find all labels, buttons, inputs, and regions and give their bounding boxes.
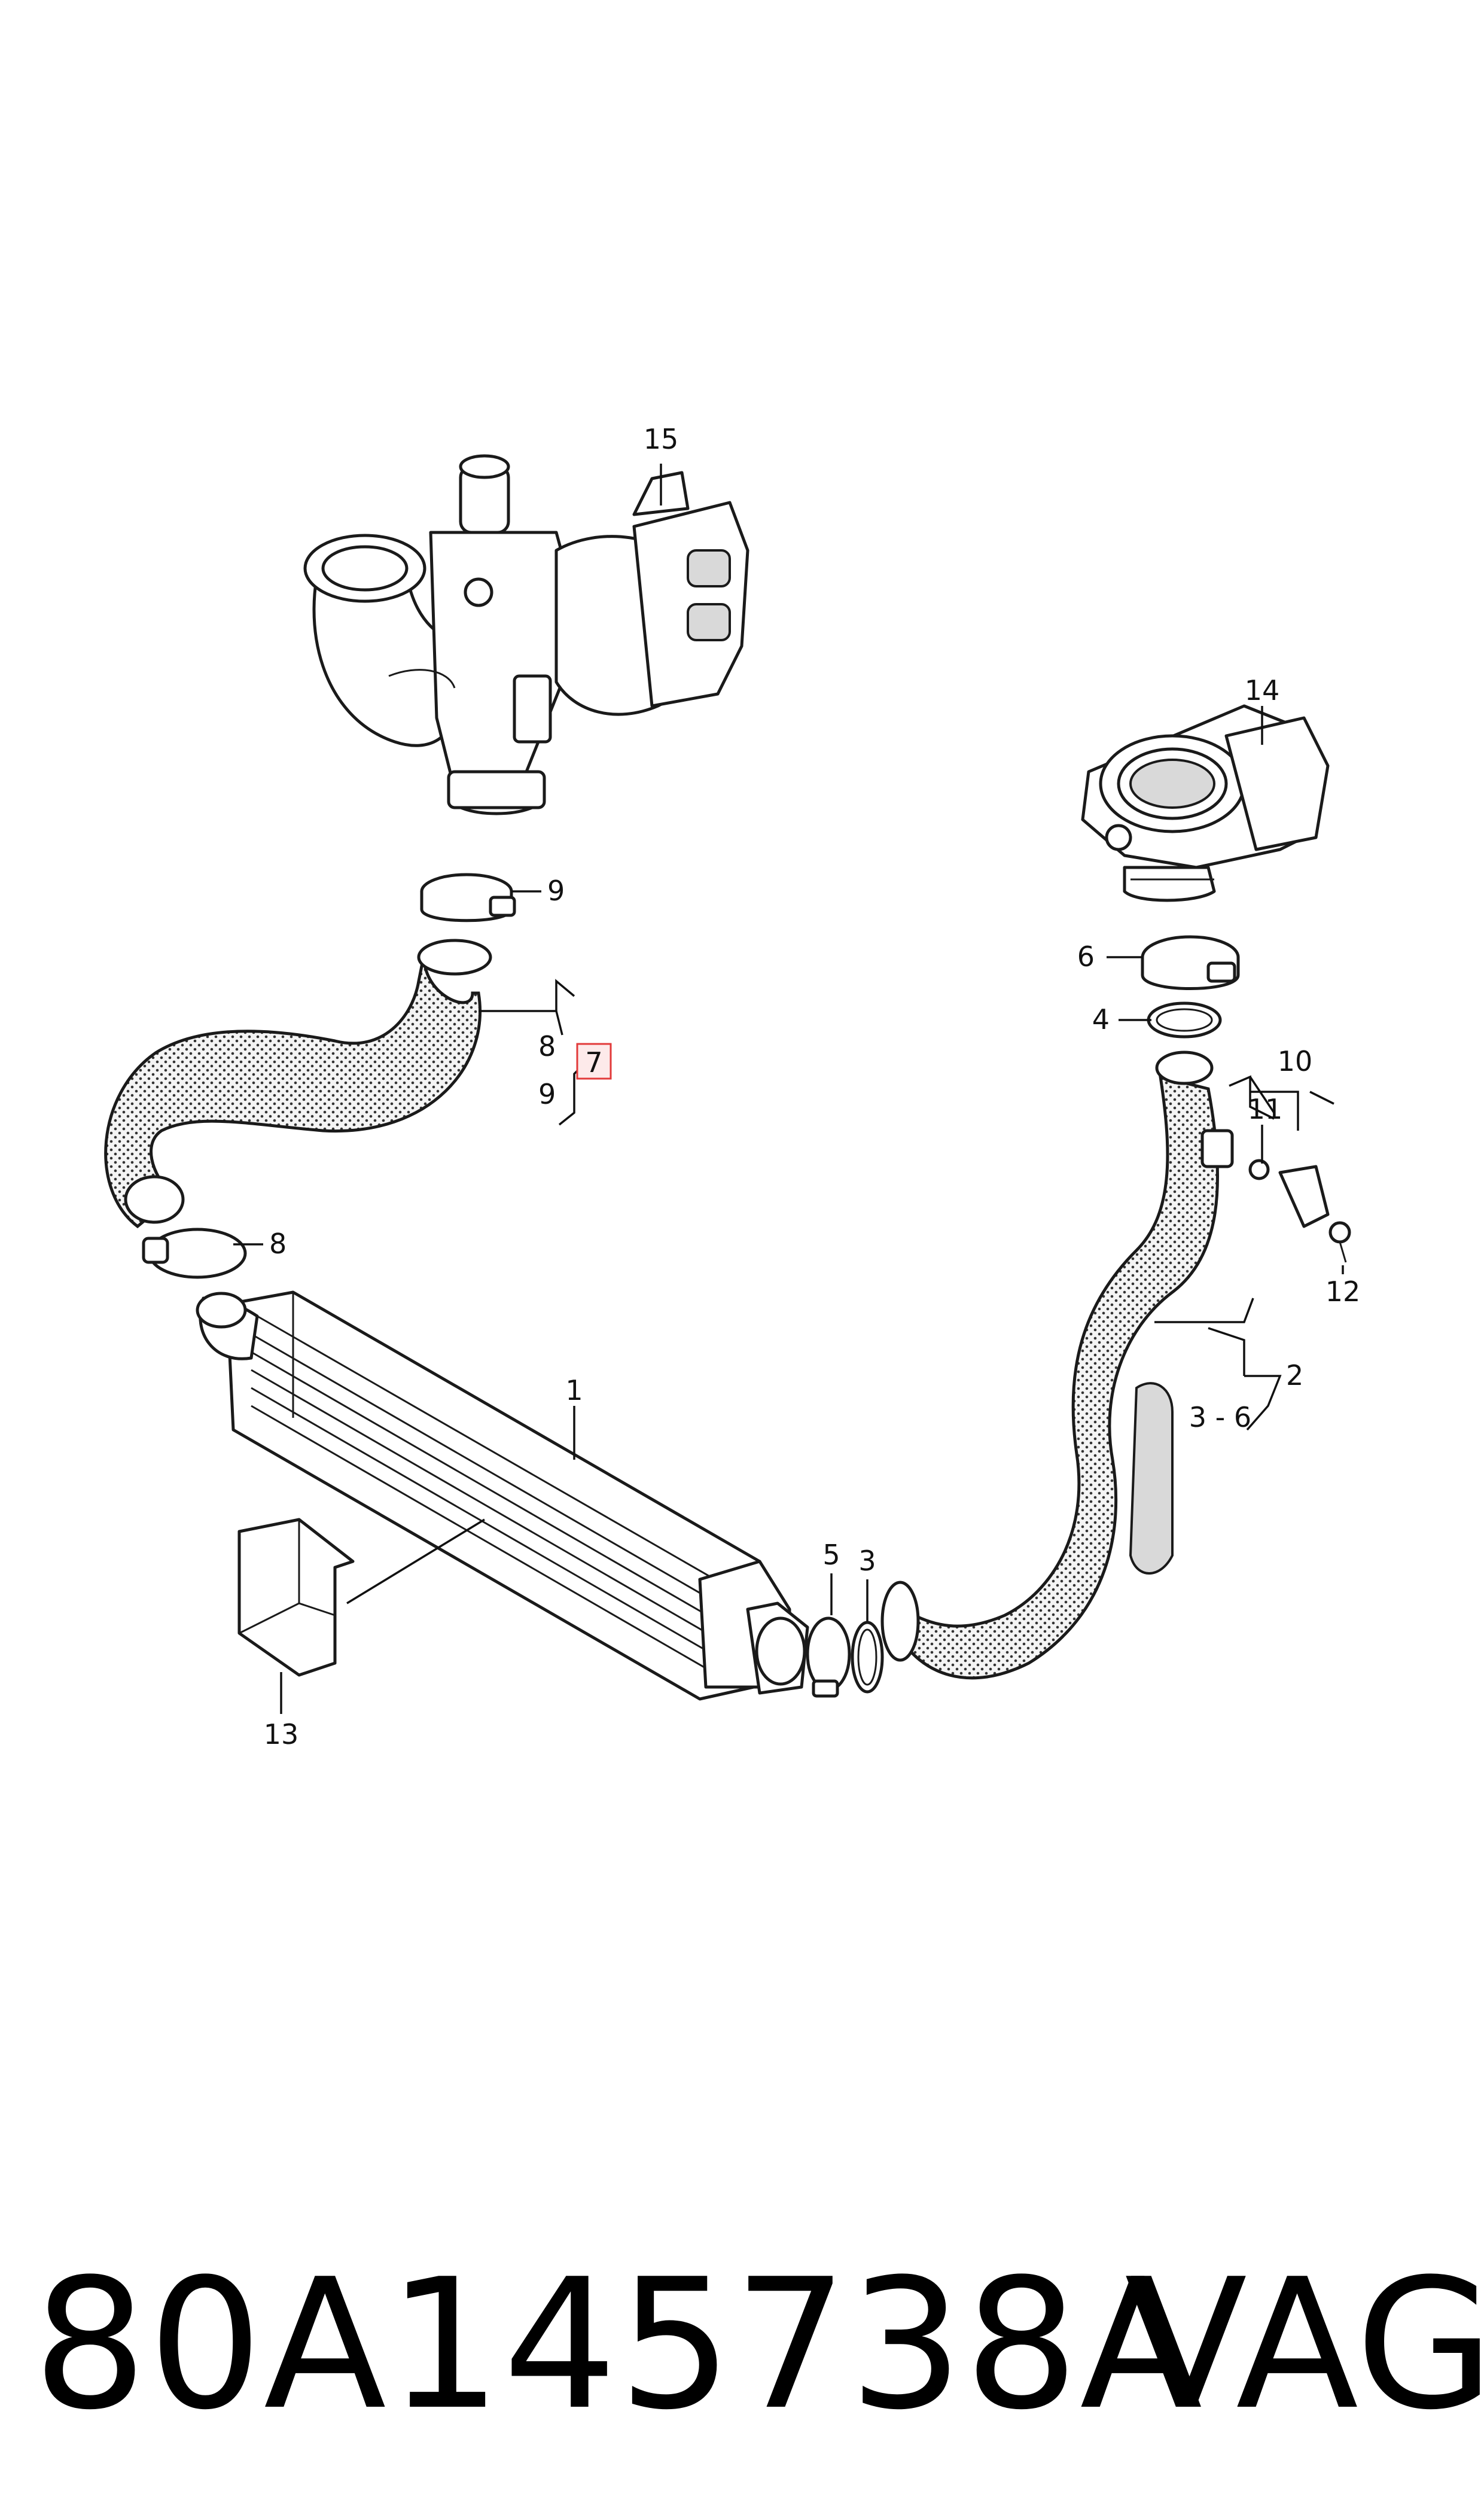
callout-10: 10 [1278, 1045, 1313, 1077]
callout-14: 14 [1245, 674, 1280, 707]
pressure-sensor [1200, 1129, 1351, 1263]
charge-air-hose-left [104, 939, 492, 1229]
callout-2: 2 [1286, 1359, 1303, 1392]
callout-9-upper: 9 [547, 875, 565, 907]
callout-5: 5 [822, 1539, 840, 1571]
o-ring-3 [851, 1621, 884, 1694]
callout-labels: 15 14 9 8 7 9 8 1 13 5 3 6 4 10 11 12 2 … [264, 423, 1361, 1750]
callout-3: 3 [858, 1545, 876, 1577]
callout-3-6: 3 - 6 [1189, 1401, 1251, 1433]
callout-12: 12 [1325, 1275, 1361, 1308]
leader-lines [233, 464, 1344, 1714]
hose-clamp-upper [420, 873, 516, 922]
callout-7: 7 [585, 1046, 602, 1079]
charge-air-hose-right [880, 1051, 1220, 1680]
o-ring-4 [1147, 1001, 1222, 1039]
part-number: 80A145738A [33, 2240, 1204, 2449]
hose-clamp-lower [142, 1228, 247, 1279]
callout-8: 8 [269, 1228, 287, 1260]
brand-name: VAG [1125, 2240, 1484, 2449]
callout-13: 13 [264, 1718, 299, 1750]
throttle-body [1081, 704, 1330, 902]
callout-9-lower: 9 [538, 1078, 556, 1110]
callout-11: 11 [1248, 1093, 1283, 1125]
callout-1: 1 [565, 1374, 583, 1406]
callout-7-highlight [576, 1043, 612, 1080]
hose-clamp-5 [806, 1616, 851, 1698]
callout-15: 15 [644, 423, 679, 455]
callout-6: 6 [1077, 940, 1095, 973]
intercooler [196, 1290, 809, 1701]
turbocharger [303, 454, 749, 815]
callout-4: 4 [1092, 1003, 1110, 1036]
callout-8-upper: 8 [538, 1030, 556, 1062]
bracket [237, 1518, 355, 1677]
hose-clamp-6 [1141, 935, 1240, 990]
